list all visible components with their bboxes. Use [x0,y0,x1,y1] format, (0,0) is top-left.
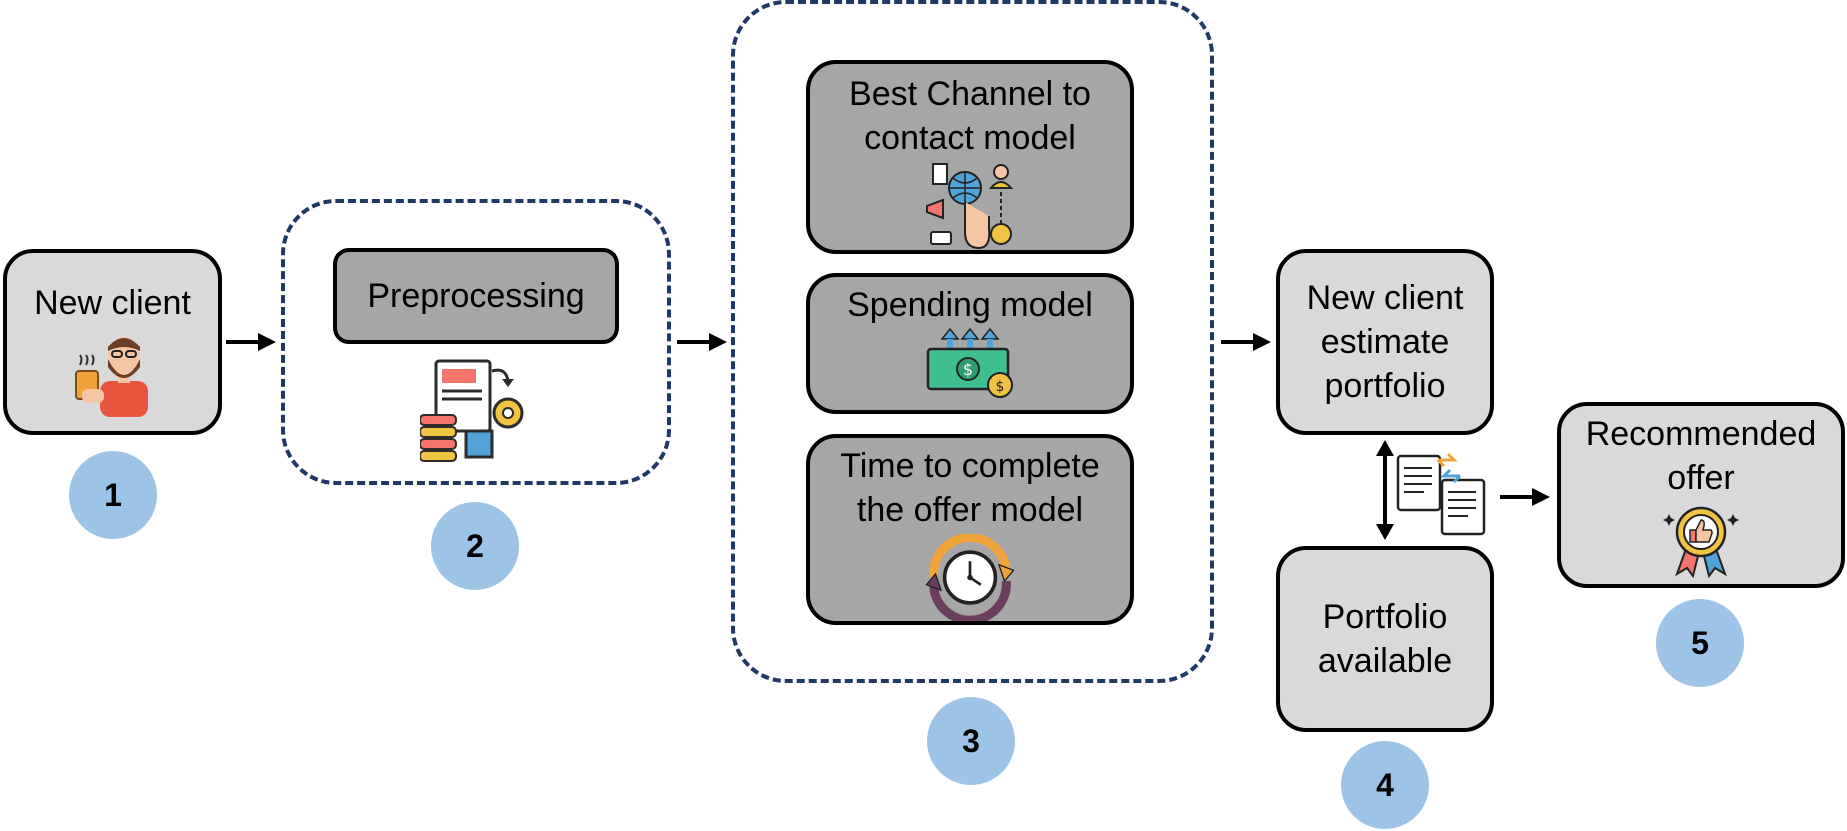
portfolio-available-box: Portfolio available [1276,546,1494,732]
preprocessing-box: Preprocessing [333,248,619,344]
time-to-complete-model-box: Time to complete the offer model [806,434,1134,625]
new-client-label: New client [34,284,191,322]
documents-gear-icon [420,359,524,462]
preprocessing-label: Preprocessing [367,277,585,315]
bidirectional-arrow [1376,440,1394,540]
recommended-offer-label: Recommended offer [1585,415,1817,497]
spending-model-box: Spending model $ $ [806,273,1134,414]
step-2-badge: 2 [431,502,519,590]
step-5-badge: 5 [1656,599,1744,687]
step-1-badge: 1 [69,451,157,539]
preprocessing-group [281,199,671,485]
arrow-4-to-5 [1500,488,1550,506]
new-client-estimate-portfolio-label: New client estimate portfolio [1306,279,1464,405]
spending-model-label: Spending model [847,286,1093,324]
arrow-1-to-2 [226,333,276,351]
award-thumbs-up-icon [1663,506,1739,578]
arrow-3-to-4 [1221,333,1271,351]
channel-network-icon [926,163,1014,250]
person-coffee-icon [74,337,148,417]
documents-exchange-icon [1396,452,1486,536]
step-4-badge: 4 [1341,741,1429,829]
models-group [731,0,1214,683]
portfolio-available-label: Portfolio available [1317,598,1453,680]
svg-text:$: $ [996,379,1005,395]
best-channel-model-box: Best Channel to contact model [806,60,1134,254]
recommended-offer-box: Recommended offer [1557,402,1845,588]
arrow-2-to-3 [677,333,727,351]
money-growth-icon: $ $ [926,327,1013,398]
new-client-box: New client [3,249,222,435]
svg-text:$: $ [963,360,973,379]
clock-cycle-icon [925,534,1015,621]
new-client-estimate-portfolio-box: New client estimate portfolio [1276,249,1494,435]
step-3-badge: 3 [927,697,1015,785]
best-channel-model-label: Best Channel to contact model [849,75,1091,157]
time-to-complete-model-label: Time to complete the offer model [840,447,1100,529]
